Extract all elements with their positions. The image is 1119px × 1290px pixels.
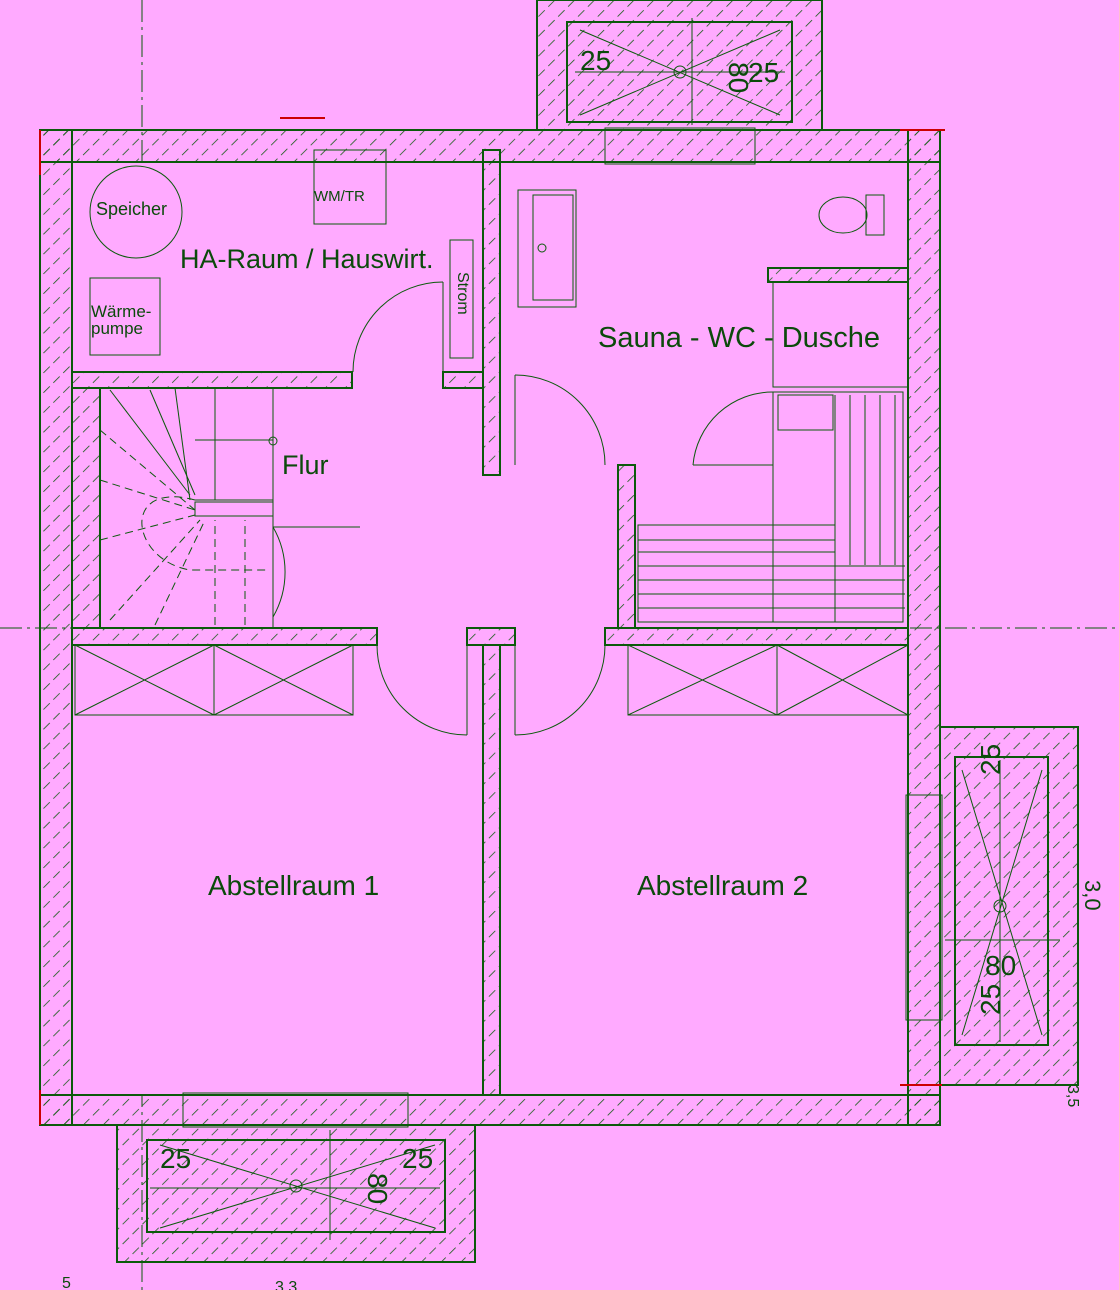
doors: [272, 281, 774, 736]
dim-label: 80: [362, 1173, 393, 1204]
label-speicher: Speicher: [96, 199, 167, 219]
label-strom: Strom: [454, 272, 471, 315]
label-waermepumpe-1: Wärme-: [91, 302, 151, 321]
dim-label: 25: [402, 1143, 433, 1174]
staircase: [99, 387, 278, 629]
dim-right-small: 3,5: [1064, 1085, 1081, 1107]
dim-label: 80: [985, 950, 1016, 981]
room-label-flur: Flur: [282, 450, 329, 480]
dim-label: 25: [748, 57, 779, 88]
light-well-top: 25 80 25: [536, 0, 823, 131]
room-label-abstellraum-1: Abstellraum 1: [208, 870, 379, 901]
label-waermepumpe-2: pumpe: [91, 319, 143, 338]
sauna-fixtures: [89, 149, 909, 623]
dim-label: 25: [580, 45, 611, 76]
label-wm-tr: WM/TR: [314, 188, 365, 205]
storage-shelves: [74, 644, 909, 716]
interior-walls: [71, 149, 909, 1096]
dim-bottom-mid: 3,3: [275, 1279, 297, 1290]
corner-marks: [39, 117, 945, 1125]
light-well-right: 25 80 25: [939, 726, 1079, 1086]
dim-label: 25: [160, 1143, 191, 1174]
dim-label: 25: [975, 744, 1006, 775]
dim-bottom-left: 5: [62, 1275, 71, 1290]
dim-right-partial: 3,0: [1080, 880, 1105, 911]
dim-label: 25: [975, 984, 1006, 1015]
room-label-ha-raum: HA-Raum / Hauswirt.: [180, 244, 434, 274]
room-label-sauna: Sauna - WC - Dusche: [598, 322, 880, 354]
light-well-bottom: 25 80 25: [116, 1124, 476, 1263]
dim-label: 80: [723, 62, 754, 93]
room-label-abstellraum-2: Abstellraum 2: [637, 870, 808, 901]
